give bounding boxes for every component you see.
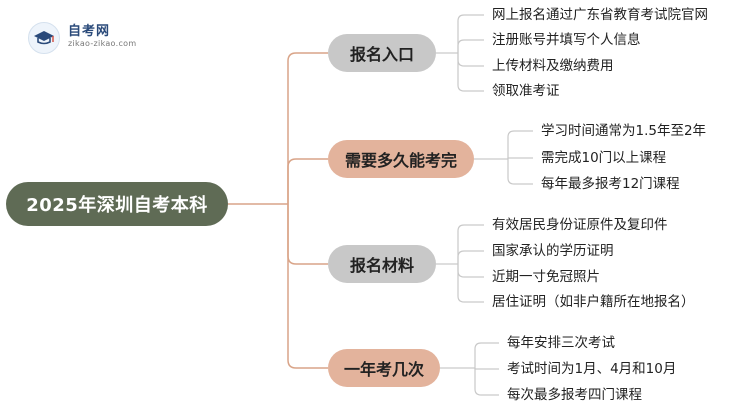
connector-line	[507, 130, 533, 159]
connector-line	[457, 53, 484, 92]
connector-line	[457, 14, 484, 53]
logo-url: zikao-zikao.com	[68, 39, 137, 48]
graduation-cap-icon	[28, 22, 60, 54]
connector-line	[287, 204, 328, 265]
connector-line	[457, 250, 484, 264]
leaf-item: 有效居民身份证原件及复印件	[492, 217, 668, 233]
connector-line	[457, 264, 484, 303]
leaf-item: 每次最多报考四门课程	[507, 387, 642, 403]
leaf-item: 网上报名通过广东省教育考试院官网	[492, 7, 708, 23]
branch-duration: 需要多久能考完	[328, 140, 474, 178]
branch-label: 需要多久能考完	[344, 151, 457, 170]
connector-line	[287, 158, 328, 204]
leaf-item: 近期一寸免冠照片	[492, 269, 600, 285]
branch-materials: 报名材料	[328, 245, 436, 283]
connector-line	[474, 368, 499, 396]
branch-registration-entry: 报名入口	[328, 34, 436, 72]
leaf-item: 考试时间为1月、4月和10月	[507, 361, 677, 377]
connector-line	[507, 157, 533, 159]
branch-label: 报名入口	[349, 45, 414, 64]
root-node: 2025年深圳自考本科	[6, 182, 228, 226]
leaf-item: 上传材料及缴纳费用	[492, 58, 614, 74]
leaf-item: 每年最多报考12门课程	[541, 176, 680, 192]
connector-line	[457, 39, 484, 53]
branch-label: 报名材料	[349, 256, 414, 275]
leaf-item: 每年安排三次考试	[507, 335, 615, 351]
connector-line	[474, 368, 499, 370]
site-logo[interactable]: 自考网 zikao-zikao.com	[28, 14, 148, 58]
connector-line	[457, 224, 484, 264]
branch-exams-per-year: 一年考几次	[328, 349, 440, 387]
connector-line	[507, 159, 533, 185]
connector-line	[287, 52, 328, 204]
leaf-item: 学习时间通常为1.5年至2年	[541, 123, 707, 139]
leaf-item: 注册账号并填写个人信息	[492, 32, 641, 48]
leaf-item: 需完成10门以上课程	[541, 150, 667, 166]
branch-label: 一年考几次	[343, 360, 424, 379]
leaf-item: 国家承认的学历证明	[492, 243, 614, 259]
connector-line	[474, 342, 499, 368]
leaf-item: 居住证明（如非户籍所在地报名）	[492, 294, 695, 310]
connector-line	[457, 53, 484, 67]
logo-title: 自考网	[68, 24, 111, 39]
connector-line	[287, 204, 328, 369]
leaf-item: 领取准考证	[492, 83, 560, 99]
connector-line	[457, 264, 484, 278]
